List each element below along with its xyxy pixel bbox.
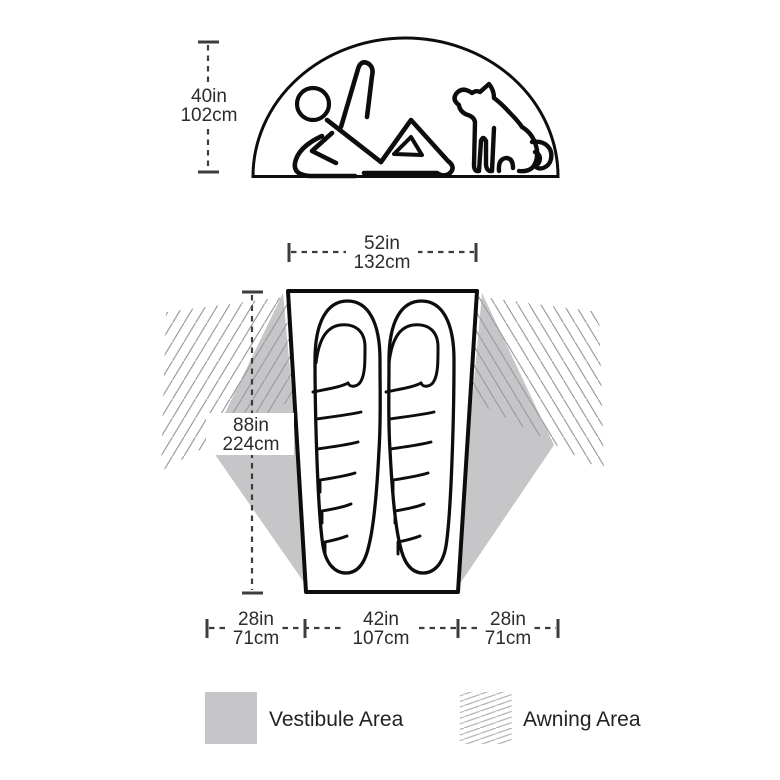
sleeping-bag-left (311, 299, 382, 575)
length-dimension: 88in 224cm (206, 290, 294, 595)
bottom-left-centimeters: 71cm (233, 628, 279, 649)
bottom-right-label-halo (482, 609, 534, 647)
legend-vestibule-swatch (205, 692, 257, 744)
bottom-right-inches: 28in (490, 609, 526, 630)
awning-area-right (473, 296, 604, 471)
top-width-label-halo (346, 233, 418, 271)
length-dim-inches: 88in (233, 415, 269, 436)
height-dimension: 40in 102cm (178, 40, 240, 174)
bottom-center-centimeters: 107cm (352, 628, 409, 649)
legend-awning-label: Awning Area (523, 708, 641, 731)
sleeping-bag-right-baffles (387, 410, 436, 556)
legend-awning-swatch (460, 692, 512, 744)
top-width-centimeters: 132cm (353, 252, 410, 273)
legend-vestibule-label: Vestibule Area (269, 708, 404, 731)
person-icon (292, 60, 455, 179)
top-width-inches: 52in (364, 233, 400, 254)
height-dim-label-halo (178, 84, 240, 125)
bottom-center-inches: 42in (363, 609, 399, 630)
length-dim-label-halo (206, 413, 294, 455)
awning-area-left (161, 296, 292, 471)
legend: Vestibule Area Awning Area (205, 692, 641, 744)
sleeping-bag-left-baffles (314, 410, 363, 556)
bottom-right-centimeters: 71cm (485, 628, 531, 649)
top-width-dimension: 52in 132cm (287, 233, 478, 273)
height-dim-centimeters: 102cm (180, 105, 237, 126)
bottom-left-inches: 28in (238, 609, 274, 630)
length-dim-centimeters: 224cm (222, 434, 279, 455)
bottom-left-label-halo (230, 609, 282, 647)
tent-floor-plan: 52in 132cm 88in 224cm 28in 71cm 42in 107… (161, 233, 604, 649)
sleeping-bag-right (384, 299, 456, 575)
bottom-center-label-halo (344, 609, 418, 647)
height-dim-inches: 40in (191, 86, 227, 107)
tent-side-view: 40in 102cm (178, 36, 560, 179)
bottom-dimensions: 28in 71cm 42in 107cm 28in 71cm (205, 609, 560, 649)
dog-icon (452, 81, 554, 174)
